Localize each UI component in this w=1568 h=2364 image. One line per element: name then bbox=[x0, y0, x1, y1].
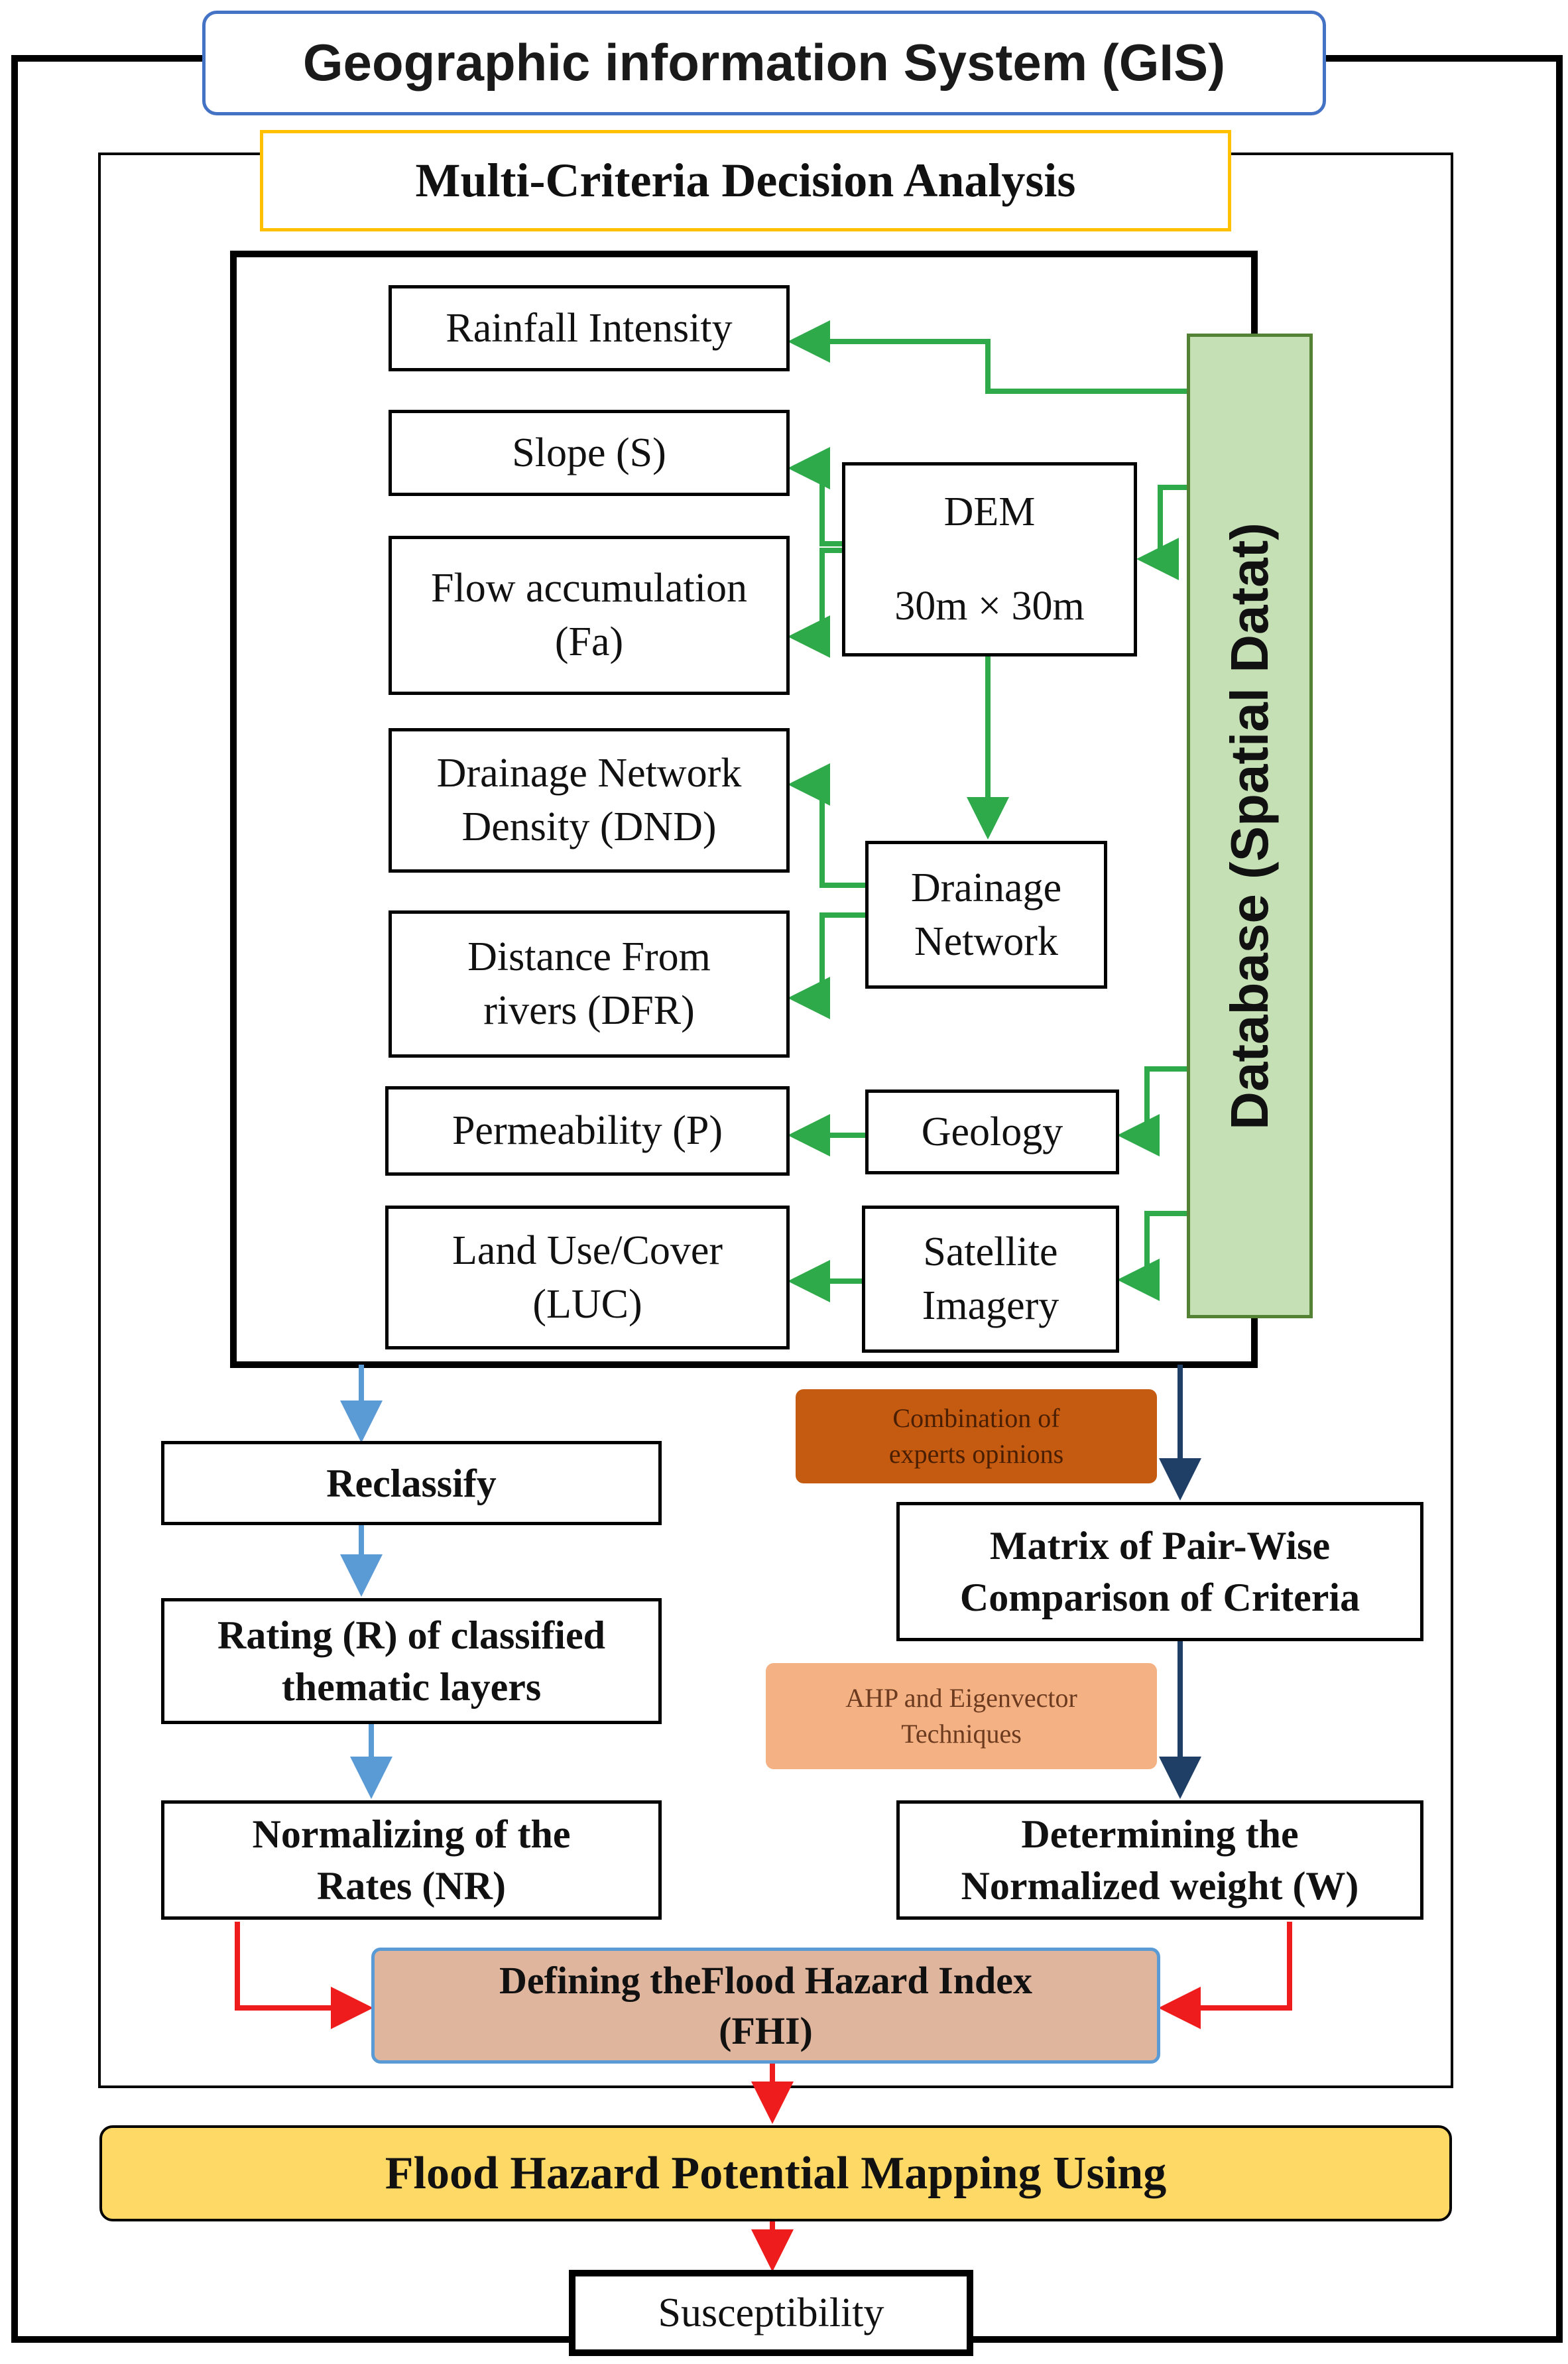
normalizing-box: Normalizing of the Rates (NR) bbox=[161, 1800, 662, 1920]
geology-box: Geology bbox=[865, 1089, 1119, 1174]
land-use-cover-box: Land Use/Cover (LUC) bbox=[385, 1206, 790, 1349]
pairwise-matrix-box: Matrix of Pair-Wise Comparison of Criter… bbox=[896, 1502, 1423, 1641]
dem-box: DEM 30m × 30m bbox=[842, 462, 1137, 656]
gis-title: Geographic information System (GIS) bbox=[202, 11, 1326, 115]
normalized-weight-box: Determining the Normalized weight (W) bbox=[896, 1800, 1423, 1920]
database-box: Database (Spatial Datat) bbox=[1187, 334, 1313, 1318]
rating-box: Rating (R) of classified thematic layers bbox=[161, 1598, 662, 1724]
permeability-box: Permeability (P) bbox=[385, 1086, 790, 1176]
arrow-drainage-to-dfr bbox=[788, 912, 865, 1019]
susceptibility-box: Susceptibility bbox=[569, 2270, 973, 2356]
arrow-db-to-geology bbox=[1117, 1066, 1187, 1156]
arrow-db-to-dem bbox=[1136, 485, 1187, 580]
ahp-eigenvector-box: AHP and Eigenvector Techniques bbox=[766, 1663, 1157, 1769]
arrow-drainage-to-dnd bbox=[788, 763, 865, 888]
flow-accumulation-box: Flow accumulation (Fa) bbox=[389, 536, 790, 695]
flood-hazard-index-box: Defining theFlood Hazard Index (FHI) bbox=[371, 1948, 1160, 2064]
drainage-network-box: Drainage Network bbox=[865, 841, 1107, 989]
slope-box: Slope (S) bbox=[389, 410, 790, 496]
arrow-db-to-satellite bbox=[1117, 1211, 1187, 1301]
drainage-network-density-box: Drainage Network Density (DND) bbox=[389, 728, 790, 873]
arrow-dem-to-slope bbox=[788, 447, 842, 546]
rainfall-intensity-box: Rainfall Intensity bbox=[389, 285, 790, 371]
experts-opinions-box: Combination of experts opinions bbox=[796, 1389, 1157, 1483]
satellite-imagery-box: Satellite Imagery bbox=[862, 1206, 1119, 1353]
distance-from-rivers-box: Distance From rivers (DFR) bbox=[389, 910, 790, 1058]
database-label: Database (Spatial Datat) bbox=[1220, 522, 1280, 1130]
reclassify-box: Reclassify bbox=[161, 1441, 662, 1525]
arrow-weight-to-fhi bbox=[1158, 1922, 1292, 2029]
arrow-dem-to-flow bbox=[788, 548, 842, 658]
arrow-normalizing-to-fhi bbox=[235, 1922, 373, 2029]
arrow-db-to-rainfall bbox=[788, 320, 1187, 394]
flood-hazard-mapping-banner: Flood Hazard Potential Mapping Using bbox=[99, 2125, 1452, 2221]
mcda-title: Multi-Criteria Decision Analysis bbox=[260, 130, 1231, 231]
